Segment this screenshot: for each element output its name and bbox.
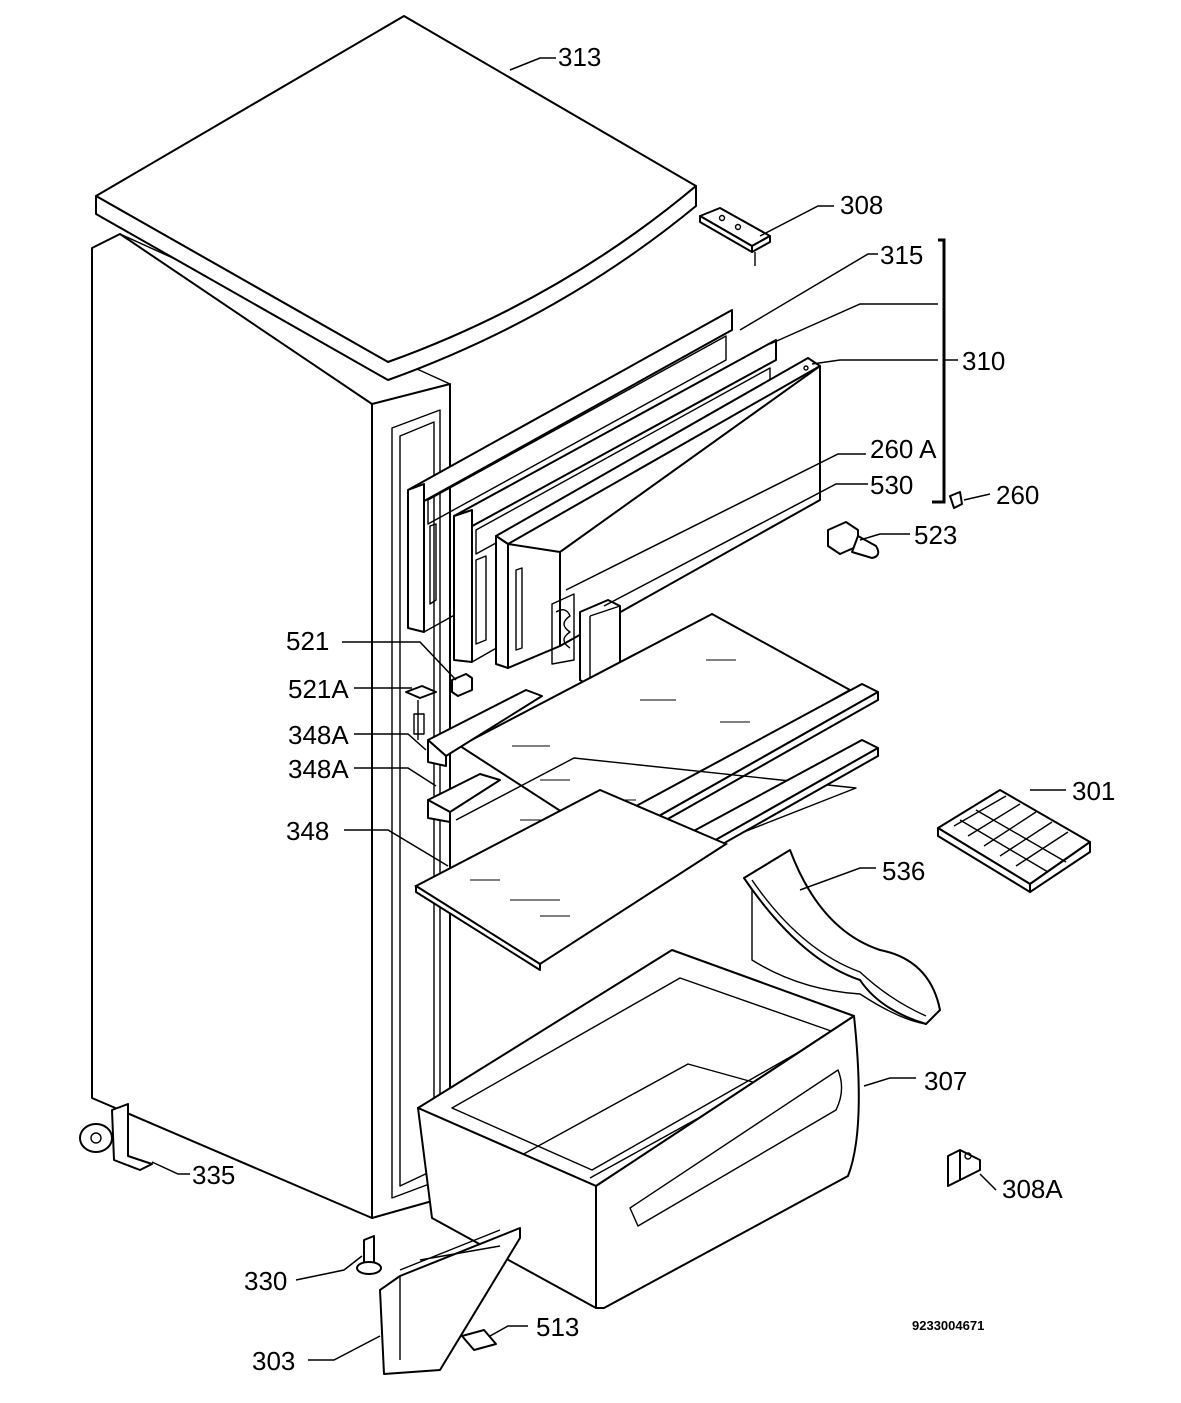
label-301: 301 xyxy=(1072,776,1115,806)
drawing-code: 9233004671 xyxy=(912,1318,984,1333)
ice-tray-301 xyxy=(937,789,1091,893)
shelf-348A-upper xyxy=(427,612,879,855)
label-330: 330 xyxy=(244,1266,287,1296)
bracket-308A xyxy=(947,1149,981,1187)
hinge-pin-260A xyxy=(551,593,575,665)
label-348A-top: 348A xyxy=(288,720,349,750)
top-cover-313 xyxy=(95,15,697,381)
label-260: 260 xyxy=(996,480,1039,510)
label-308A: 308A xyxy=(1002,1174,1063,1204)
bottle-guard-536 xyxy=(743,849,941,1025)
screw-330 xyxy=(356,1235,382,1275)
label-536: 536 xyxy=(882,856,925,886)
shelf-348 xyxy=(413,788,729,971)
door-frame-outer xyxy=(407,309,733,633)
label-307: 307 xyxy=(924,1066,967,1096)
label-530: 530 xyxy=(870,470,913,500)
kick-plate-303 xyxy=(379,1227,521,1375)
label-315: 315 xyxy=(880,240,923,270)
button-521 xyxy=(451,673,473,697)
clip-260 xyxy=(949,491,963,509)
label-348A-bottom: 348A xyxy=(288,754,349,784)
label-348: 348 xyxy=(286,816,329,846)
label-260A: 260 A xyxy=(870,434,937,464)
latch-523 xyxy=(827,521,880,559)
label-513: 513 xyxy=(536,1312,579,1342)
label-308: 308 xyxy=(840,190,883,220)
label-523: 523 xyxy=(914,520,957,550)
hinge-308 xyxy=(699,207,771,266)
door-frame-inner xyxy=(453,339,777,663)
freezer-door-panel xyxy=(495,357,821,669)
part-labels: 313 308 315 310 260 A 530 260 523 521 52… xyxy=(192,42,1115,1376)
cabinet-body xyxy=(91,233,451,1219)
label-521: 521 xyxy=(286,626,329,656)
label-313: 313 xyxy=(558,42,601,72)
switch-521A xyxy=(405,685,437,740)
leader-lines xyxy=(151,57,1066,1361)
pad-513 xyxy=(461,1329,497,1351)
label-335: 335 xyxy=(192,1160,235,1190)
crisper-drawer-307 xyxy=(417,949,860,1309)
label-303: 303 xyxy=(252,1346,295,1376)
label-310: 310 xyxy=(962,346,1005,376)
label-521A: 521A xyxy=(288,674,349,704)
foot-hinge-335 xyxy=(79,1103,153,1171)
